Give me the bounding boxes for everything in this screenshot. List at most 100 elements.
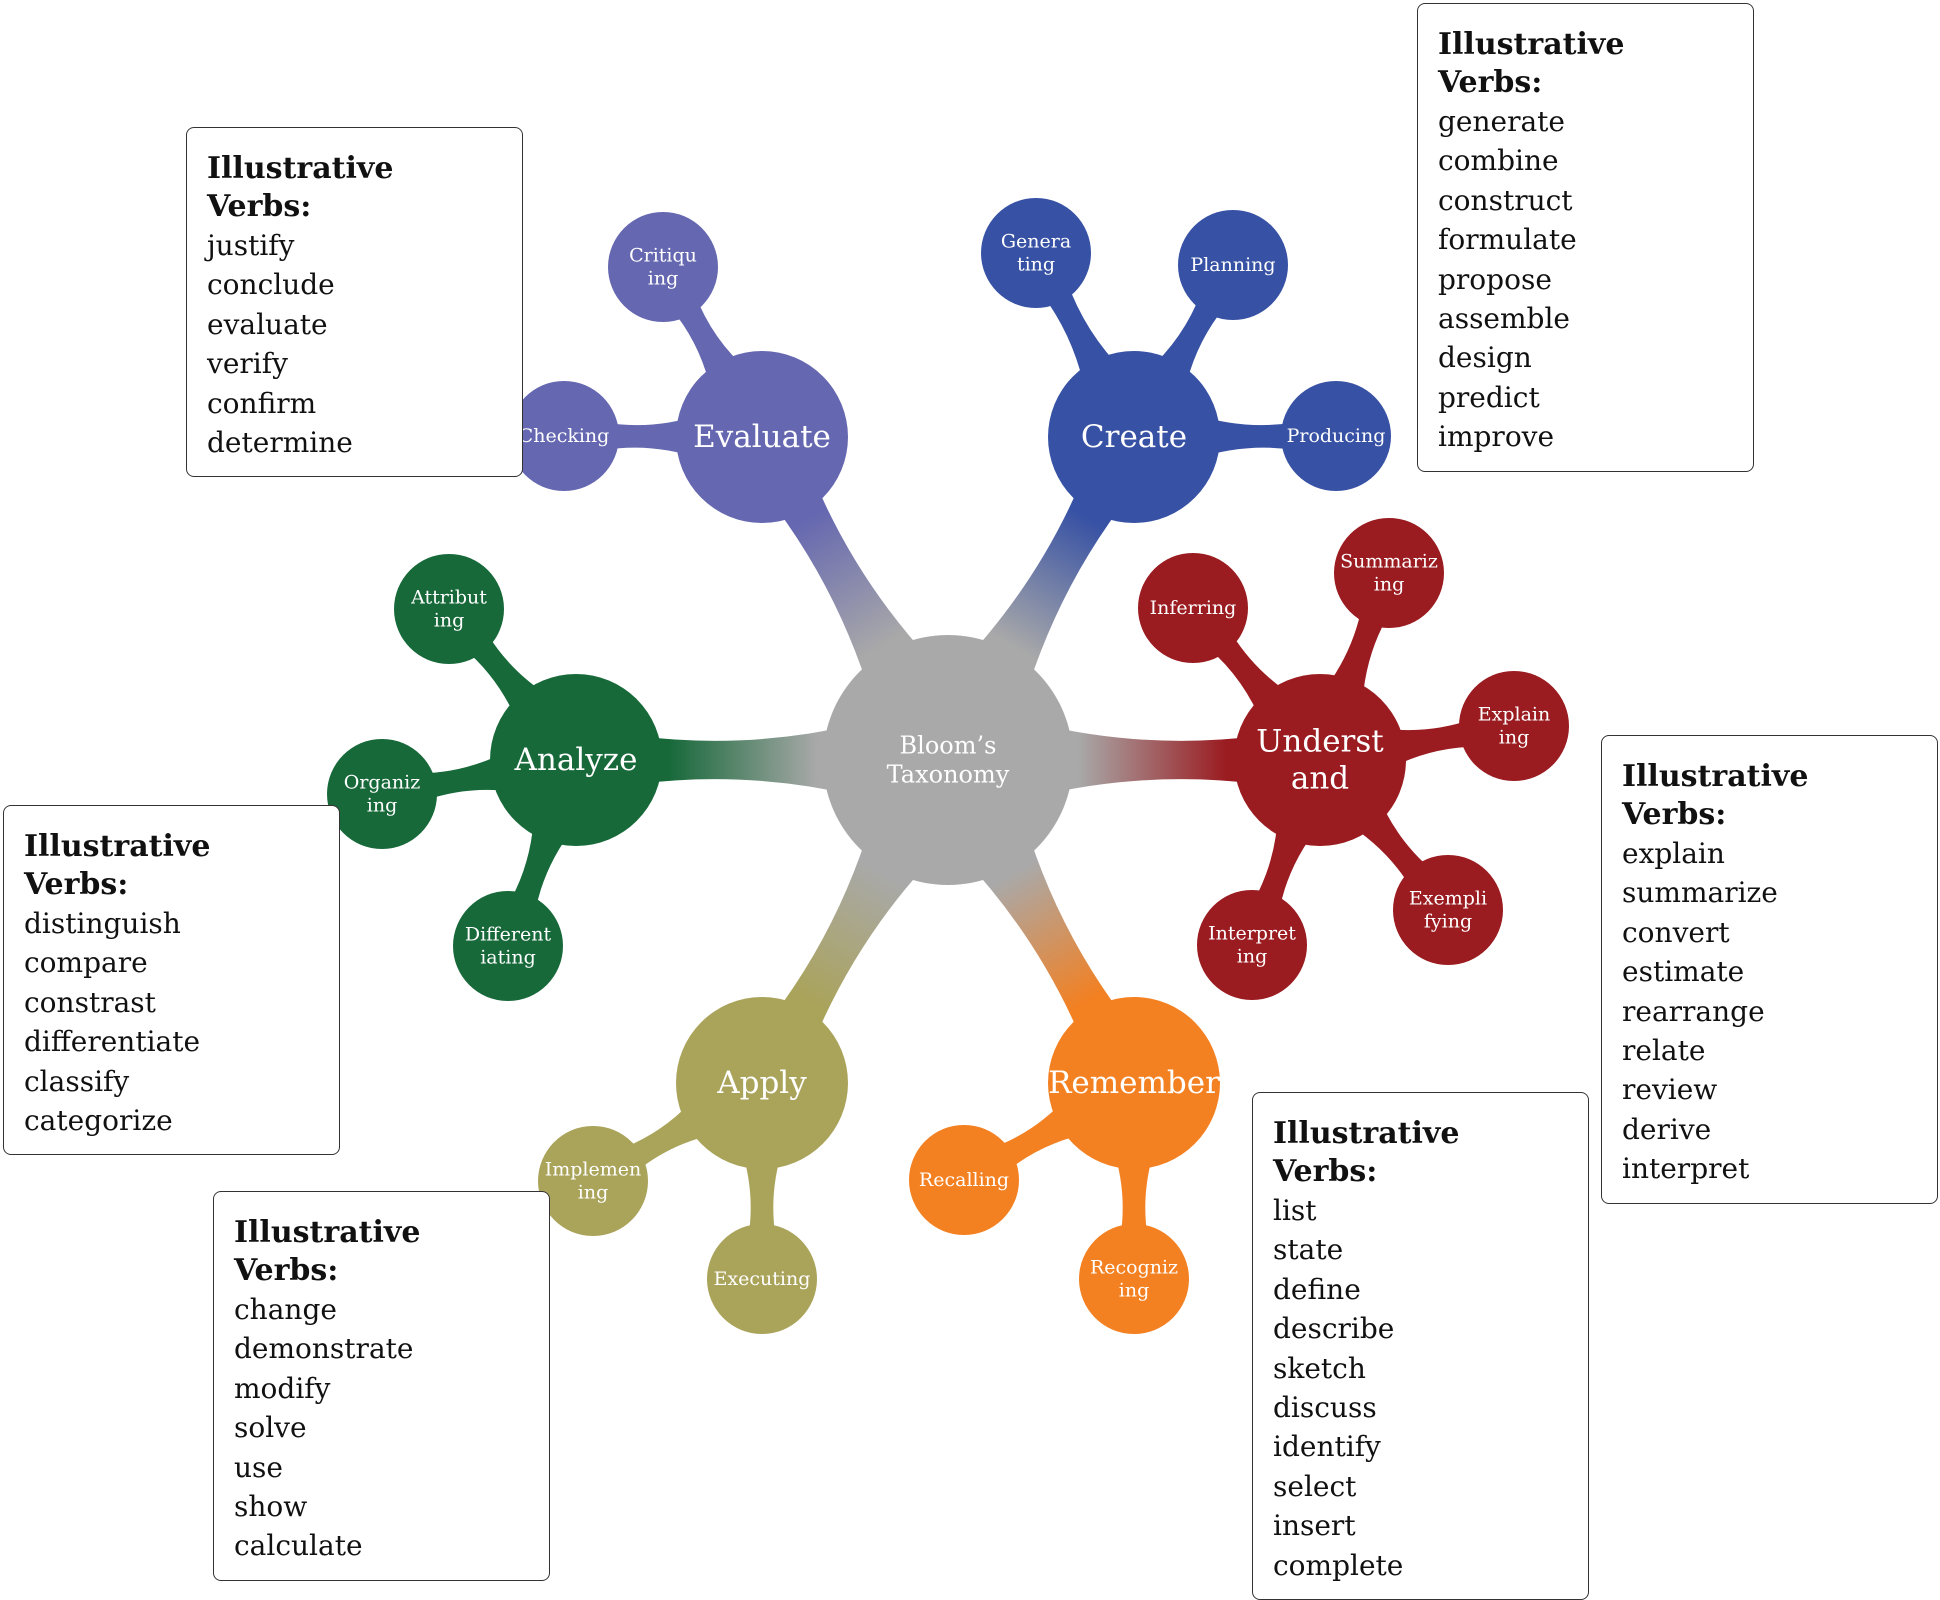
apply-sub-connector [740, 1144, 784, 1240]
branch-node-remember-circle [1048, 997, 1220, 1169]
verb-item: relate [1622, 1034, 1706, 1068]
subtopic-node-understand-label-line: Interpret [1208, 923, 1296, 945]
subtopic-node-understand-circle [1138, 553, 1248, 663]
subtopic-node-create-label-line: ting [1017, 253, 1055, 275]
subtopic-node-create-label-line: Producing [1287, 425, 1386, 447]
subtopic-node-understand-circle [1197, 890, 1307, 1000]
verb-item: interpret [1622, 1152, 1750, 1186]
verb-item: select [1273, 1469, 1357, 1503]
branch-node-understand-label-line: Underst [1256, 723, 1384, 759]
subtopic-node-analyze-label-line: iating [480, 946, 536, 968]
apply-main-connector [772, 820, 935, 1042]
subtopic-node-remember-label-line: Recogniz [1090, 1257, 1178, 1279]
subtopic-node-evaluate-circle [608, 212, 718, 322]
verb-item: modify [234, 1371, 331, 1405]
verb-item: define [1273, 1272, 1361, 1306]
nodes: Bloom’sTaxonomyEvaluateCritiquingCheckin… [327, 198, 1569, 1334]
subtopic-node-analyze-label-line: Attribut [410, 587, 487, 609]
center-node-blooms-taxonomy-label-line: Taxonomy [887, 760, 1010, 788]
verb-item: classify [24, 1064, 130, 1098]
subtopic-node-evaluate-label-line: Critiqu [629, 245, 697, 267]
verb-item: constrast [24, 985, 156, 1019]
subtopic-node-apply-circle [707, 1224, 817, 1334]
understand-main-connector [1038, 724, 1259, 796]
verb-item: discuss [1273, 1391, 1377, 1425]
verb-item: predict [1438, 380, 1540, 414]
subtopic-node-remember-label-line: ing [1119, 1279, 1149, 1301]
subtopic-node-evaluate-circle [509, 381, 619, 491]
verb-item: construct [1438, 183, 1573, 217]
verb-item: state [1273, 1233, 1344, 1267]
subtopic-node-analyze-label-line: ing [434, 609, 464, 631]
verb-item: conclude [207, 268, 335, 302]
verb-item: sketch [1273, 1351, 1366, 1385]
verb-item: solve [234, 1411, 307, 1445]
subtopic-node-understand-label-line: ing [1374, 573, 1404, 595]
create-sub-connector [1195, 414, 1297, 459]
subtopic-node-create: Planning [1178, 210, 1288, 320]
center-node-blooms-taxonomy-circle [823, 635, 1073, 885]
branch-node-understand-circle [1234, 674, 1406, 846]
subtopic-node-understand-label-line: Explain [1478, 704, 1550, 726]
verb-item: design [1438, 341, 1532, 375]
subtopic-node-understand-label-line: Exempli [1409, 888, 1487, 910]
verb-item: rearrange [1622, 994, 1765, 1028]
mindmap-diagram: Bloom’sTaxonomyEvaluateCritiquingCheckin… [327, 198, 1569, 1334]
branch-node-analyze-circle [490, 674, 662, 846]
subtopic-node-understand-label-line: Summariz [1340, 551, 1438, 573]
remember-sub-connector [1112, 1144, 1156, 1240]
branch-node-analyze: Analyze [490, 674, 662, 846]
verb-item: combine [1438, 144, 1559, 178]
subtopic-node-remember: Recalling [909, 1125, 1019, 1235]
subtopic-node-apply-circle [538, 1126, 648, 1236]
subtopic-node-understand-label-line: ing [1237, 945, 1267, 967]
verb-item: calculate [234, 1529, 363, 1563]
subtopic-node-evaluate: Checking [509, 381, 619, 491]
verb-item: improve [1438, 420, 1555, 454]
subtopic-node-remember-circle [909, 1125, 1019, 1235]
verb-item: generate [1438, 105, 1565, 138]
subtopic-node-apply-label-line: Implemen [545, 1159, 642, 1181]
create-main-connector [961, 478, 1124, 700]
subtopic-node-remember-label-line: Recalling [919, 1169, 1009, 1191]
verb-item: show [234, 1490, 308, 1524]
verbs-box-title: Illustrative Verbs: [1622, 759, 1809, 832]
verb-item: convert [1622, 915, 1730, 949]
verb-item: use [234, 1450, 283, 1484]
verbs-box-title: Illustrative Verbs: [1438, 27, 1625, 100]
verb-item: confirm [207, 386, 317, 420]
branch-node-create-label-line: Create [1081, 419, 1187, 455]
subtopic-node-evaluate-label-line: ing [648, 267, 678, 289]
verb-item: assemble [1438, 302, 1571, 336]
subtopic-node-understand-circle [1393, 855, 1503, 965]
verb-item: compare [24, 946, 148, 980]
verb-item: determine [207, 426, 353, 460]
verb-item: review [1622, 1073, 1718, 1107]
subtopic-node-analyze-circle [394, 554, 504, 664]
subtopic-node-understand-label-line: Inferring [1150, 597, 1237, 619]
verb-item: categorize [24, 1104, 173, 1138]
branch-node-remember-label-line: Remember [1048, 1065, 1220, 1101]
verb-item: list [1273, 1194, 1317, 1227]
evaluate-main-connector [772, 478, 935, 700]
branch-node-create-circle [1048, 351, 1220, 523]
verb-item: evaluate [207, 307, 328, 341]
branch-node-evaluate: Evaluate [676, 351, 848, 523]
verb-item: insert [1273, 1509, 1356, 1543]
